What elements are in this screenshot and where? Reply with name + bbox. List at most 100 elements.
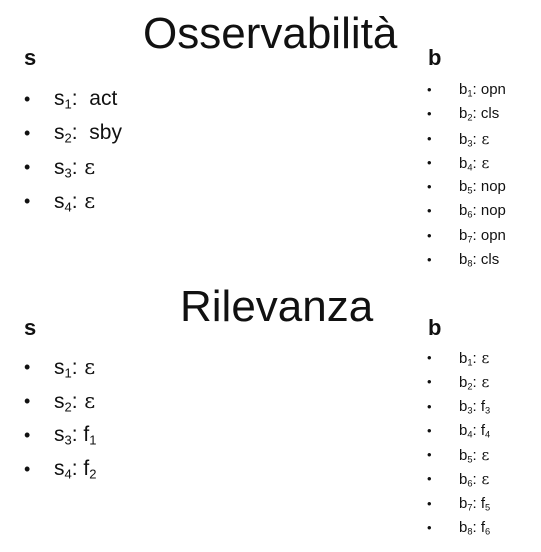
item-value: sby: [77, 121, 122, 144]
bullet-icon: •: [24, 191, 31, 211]
item-symbol: s: [54, 121, 65, 144]
item-index: 4: [64, 199, 72, 215]
item-separator: :: [71, 457, 78, 480]
list-item: •b5: nop: [427, 175, 506, 199]
item-index: 4: [467, 162, 473, 173]
list-item: •b4: ε: [427, 151, 506, 175]
item-value: cls: [476, 251, 500, 269]
item-index: 5: [467, 185, 473, 196]
item-symbol: b: [459, 202, 468, 220]
list-item: •b8: f6: [427, 516, 490, 540]
item-symbol: b: [459, 519, 468, 537]
value-index: 5: [485, 502, 491, 513]
item-value: ε: [77, 389, 96, 413]
section-title: Osservabilità: [143, 9, 398, 58]
item-symbol: b: [459, 154, 468, 172]
item-value: ε: [77, 189, 96, 213]
right-list: •b1: ε•b2: ε•b3: f3•b4: f4•b5: ε•b6: ε•b…: [427, 346, 490, 540]
item-value: ε: [476, 470, 490, 489]
item-symbol: s: [54, 156, 65, 179]
bullet-icon: •: [24, 123, 31, 143]
item-index: 2: [64, 130, 72, 146]
item-separator: :: [472, 130, 477, 148]
value-index: 4: [485, 429, 491, 440]
value-index: 1: [89, 432, 97, 448]
list-item: •b6: ε: [427, 467, 490, 491]
bullet-icon: •: [427, 398, 432, 414]
item-index: 3: [64, 432, 72, 448]
item-separator: :: [472, 178, 477, 196]
item-index: 1: [64, 365, 72, 381]
item-index: 6: [467, 478, 473, 489]
list-item: •b8: cls: [427, 248, 506, 272]
item-separator: :: [472, 251, 477, 269]
list-item: •b4: f4: [427, 419, 490, 443]
list-item: •b1: ε: [427, 346, 490, 370]
item-value: f: [77, 423, 90, 446]
list-item: •b2: cls: [427, 102, 506, 126]
item-index: 7: [467, 502, 473, 513]
item-separator: :: [472, 105, 477, 123]
bullet-icon: •: [24, 459, 31, 479]
item-symbol: b: [459, 226, 468, 244]
list-item: •s2: ε: [24, 384, 97, 418]
bullet-icon: •: [427, 82, 432, 97]
item-separator: :: [71, 121, 78, 144]
bullet-icon: •: [427, 495, 432, 511]
left-column-heading: s: [24, 45, 37, 70]
item-value: opn: [476, 81, 506, 98]
item-symbol: s: [54, 356, 65, 379]
item-index: 8: [467, 526, 473, 537]
item-index: 1: [64, 96, 72, 112]
list-item: •b3: f3: [427, 395, 490, 419]
right-list: •b1: opn•b2: cls•b3: ε•b4: ε•b5: nop•b6:…: [427, 78, 506, 272]
bullet-icon: •: [427, 154, 432, 170]
list-item: •b3: ε: [427, 127, 506, 151]
item-index: 4: [64, 466, 72, 482]
left-list: •s1: ε•s2: ε•s3: f1•s4: f2: [24, 350, 97, 486]
bullet-icon: •: [427, 374, 432, 390]
item-symbol: s: [54, 457, 65, 480]
bullet-icon: •: [427, 203, 432, 219]
bullet-icon: •: [24, 391, 31, 411]
item-value: cls: [476, 105, 500, 123]
item-separator: :: [71, 190, 78, 213]
bullet-icon: •: [427, 520, 432, 536]
list-item: •b7: f5: [427, 492, 490, 516]
item-separator: :: [472, 350, 477, 367]
value-index: 6: [485, 526, 491, 537]
item-value: ε: [476, 446, 490, 465]
item-separator: :: [472, 397, 477, 415]
item-symbol: b: [459, 494, 468, 512]
item-separator: :: [472, 226, 477, 244]
bullet-icon: •: [24, 357, 31, 377]
bullet-icon: •: [427, 471, 432, 487]
item-value: ε: [77, 355, 96, 379]
item-index: 6: [467, 209, 473, 220]
list-item: •b5: ε: [427, 443, 490, 467]
item-symbol: b: [459, 350, 468, 367]
bullet-icon: •: [427, 179, 432, 195]
item-value: act: [77, 87, 118, 110]
item-separator: :: [472, 81, 477, 98]
item-symbol: s: [54, 390, 65, 413]
item-symbol: b: [459, 105, 468, 123]
list-item: •s3: f1: [24, 418, 97, 452]
item-separator: :: [472, 519, 477, 537]
item-symbol: b: [459, 178, 468, 196]
item-index: 1: [467, 357, 473, 368]
bullet-icon: •: [427, 447, 432, 463]
list-item: •s1: act: [24, 82, 122, 116]
left-column-heading: s: [24, 315, 37, 340]
list-item: •s4: ε: [24, 184, 122, 218]
list-item: •s4: f2: [24, 452, 97, 486]
item-symbol: b: [459, 374, 468, 392]
bullet-icon: •: [427, 252, 432, 268]
item-symbol: b: [459, 471, 468, 489]
item-index: 1: [467, 88, 473, 99]
item-separator: :: [472, 202, 477, 220]
item-index: 4: [467, 429, 473, 440]
list-item: •b6: nop: [427, 199, 506, 223]
item-symbol: b: [459, 397, 468, 415]
bullet-icon: •: [24, 157, 31, 177]
